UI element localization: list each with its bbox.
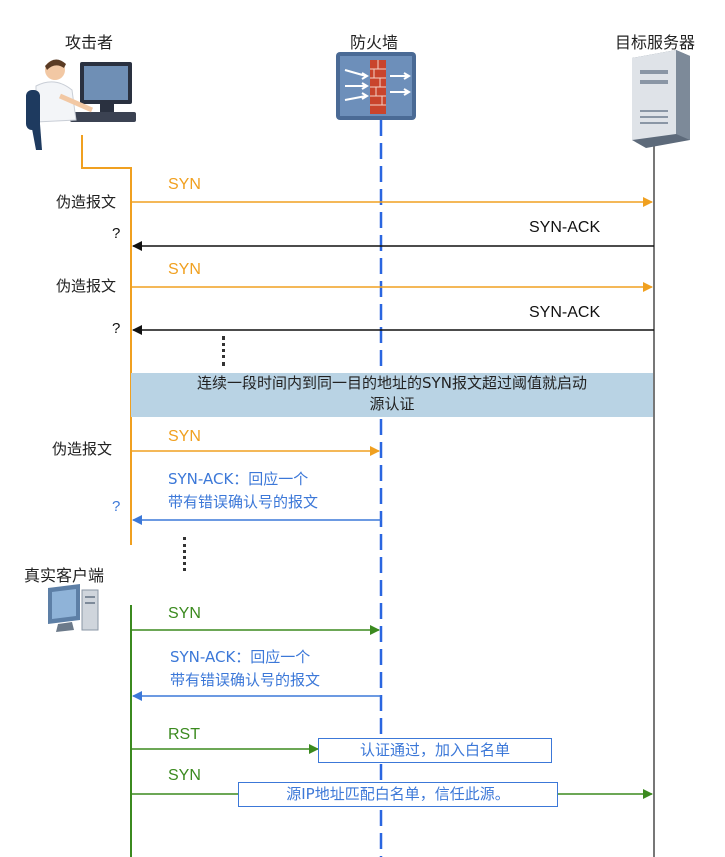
auth-passed-box: 认证通过，加入白名单 [318, 738, 552, 763]
syn-label-2: SYN [168, 261, 201, 278]
rst-label: RST [168, 726, 200, 743]
ellipsis-dots-2 [183, 537, 189, 571]
forged-packet-label-2: 伪造报文 [56, 277, 117, 295]
syn-label-1: SYN [168, 176, 201, 193]
firewall-icon [336, 52, 416, 120]
firewall-label: 防火墙 [350, 33, 399, 52]
question-label-2: ? [112, 320, 121, 337]
syn-real-label-1: SYN [168, 605, 201, 622]
syn-ack-wrong-label-2a: SYN-ACK：回应一个 [170, 648, 311, 666]
ellipsis-dots-1 [222, 336, 228, 366]
syn-ack-wrong-label-2b: 带有错误确认号的报文 [170, 671, 321, 689]
server-icon [632, 50, 690, 148]
whitelist-match-box: 源IP地址匹配白名单，信任此源。 [238, 782, 558, 807]
syn-label-3: SYN [168, 428, 201, 445]
attacker-lifeline [81, 135, 132, 545]
syn-ack-wrong-label-1a: SYN-ACK：回应一个 [168, 470, 309, 488]
syn-ack-label-2: SYN-ACK [529, 304, 601, 321]
question-label-1: ? [112, 225, 121, 242]
question-label-3: ? [112, 498, 121, 515]
syn-ack-label-1: SYN-ACK [529, 219, 601, 236]
real-client-label: 真实客户端 [24, 566, 105, 585]
banner-line-1: 连续一段时间内到同一目的地址的SYN报文超过阈值就启动 [197, 374, 587, 392]
attacker-icon [26, 59, 136, 150]
banner-line-2: 源认证 [369, 395, 415, 413]
forged-packet-label-3: 伪造报文 [52, 440, 113, 458]
attacker-label: 攻击者 [65, 33, 114, 52]
syn-ack-wrong-label-1b: 带有错误确认号的报文 [168, 493, 319, 511]
real-client-icon [48, 584, 99, 632]
forged-packet-label-1: 伪造报文 [56, 193, 117, 211]
source-auth-banner: 连续一段时间内到同一目的地址的SYN报文超过阈值就启动 源认证 [131, 373, 653, 417]
syn-real-label-2: SYN [168, 767, 201, 784]
server-label: 目标服务器 [615, 33, 696, 52]
